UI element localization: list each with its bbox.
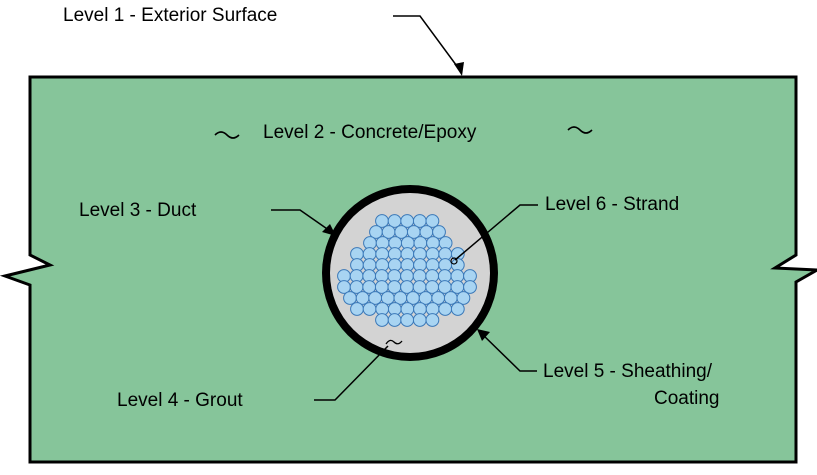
strand-wire	[456, 291, 471, 305]
strand-wire	[387, 313, 402, 327]
label-level5-line2: Coating	[654, 388, 720, 409]
tilde-left	[214, 131, 240, 139]
strand-wire	[425, 313, 440, 327]
strand-wire	[343, 291, 357, 305]
label-level3: Level 3 - Duct	[79, 200, 197, 221]
leader-level4	[314, 345, 389, 401]
strand-wire	[463, 280, 477, 294]
strand-wire	[412, 313, 427, 327]
arrowhead-level1	[454, 62, 464, 76]
leader-level3	[271, 209, 334, 234]
label-level6: Level 6 - Strand	[545, 194, 680, 215]
label-level5-line1: Level 5 - Sheathing/	[543, 361, 713, 382]
tilde-right	[567, 126, 593, 134]
strand-wire	[438, 302, 453, 316]
leader-level5	[479, 331, 537, 372]
arrowhead-level3	[322, 224, 336, 236]
leader-level6-end	[450, 257, 458, 265]
leader-level1	[393, 15, 463, 74]
strand-wire	[450, 302, 465, 316]
strand-wire	[432, 225, 446, 239]
label-level1: Level 1 - Exterior Surface	[63, 5, 278, 26]
arrowhead-level5	[477, 329, 490, 341]
strand-wire	[350, 302, 364, 316]
strand-bundle	[337, 214, 477, 327]
strand-wire	[400, 313, 415, 327]
strand-wire	[375, 313, 389, 327]
strand-wire	[425, 214, 440, 228]
label-level2: Level 2 - Concrete/Epoxy	[263, 122, 477, 143]
leader-level4-tilde	[385, 339, 403, 345]
leader-level6	[454, 204, 538, 261]
strand-wire	[362, 302, 377, 316]
label-level4: Level 4 - Grout	[117, 390, 243, 411]
